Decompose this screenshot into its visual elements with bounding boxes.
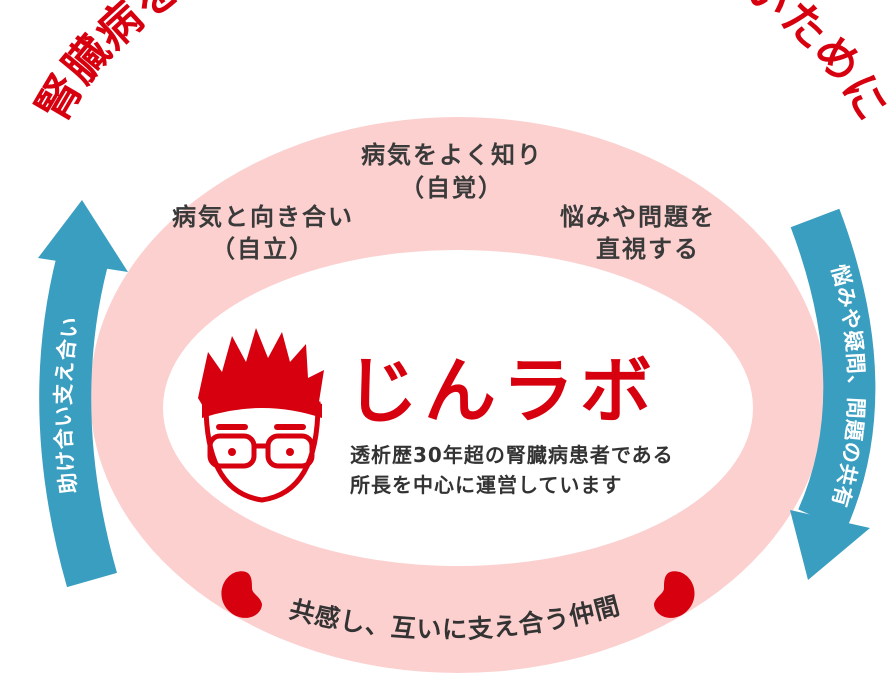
goal-right-line2: 直視する: [596, 235, 700, 263]
right-arrow-body: [790, 208, 876, 531]
goal-top-line2: （自覚）: [400, 174, 504, 202]
goal-top-line1: 病気をよく知り: [361, 141, 543, 169]
tagline-line2: 所長を中心に運営しています: [350, 473, 622, 497]
headline: 腎臓病を進行させない・透析にならないために: [27, 0, 892, 130]
goal-left-line2: （自立）: [211, 235, 315, 263]
brand-logo-text: じんラボ: [346, 349, 658, 433]
inner-ellipse: [163, 250, 753, 566]
kidney-icon: [654, 571, 695, 618]
goal-top: 病気をよく知り （自覚）: [361, 141, 543, 202]
left-arrow-body: [39, 255, 118, 588]
right-arrow-head: [790, 510, 870, 580]
goal-right-line1: 悩みや問題を: [560, 203, 716, 231]
spiky-haired-face-icon: [198, 328, 324, 503]
tagline-line1: 透析歴30年超の腎臓病患者である: [350, 443, 674, 467]
left-arrow-head: [38, 200, 128, 272]
goal-right: 悩みや問題を 直視する: [560, 203, 716, 263]
goal-left-line1: 病気と向き合い: [172, 203, 354, 231]
left-arrow: 助け合い支え合い: [38, 200, 128, 588]
goal-left: 病気と向き合い （自立）: [172, 203, 354, 263]
right-arrow: 悩みや疑問、問題の共有: [790, 208, 876, 580]
kidney-icon: [221, 571, 262, 618]
